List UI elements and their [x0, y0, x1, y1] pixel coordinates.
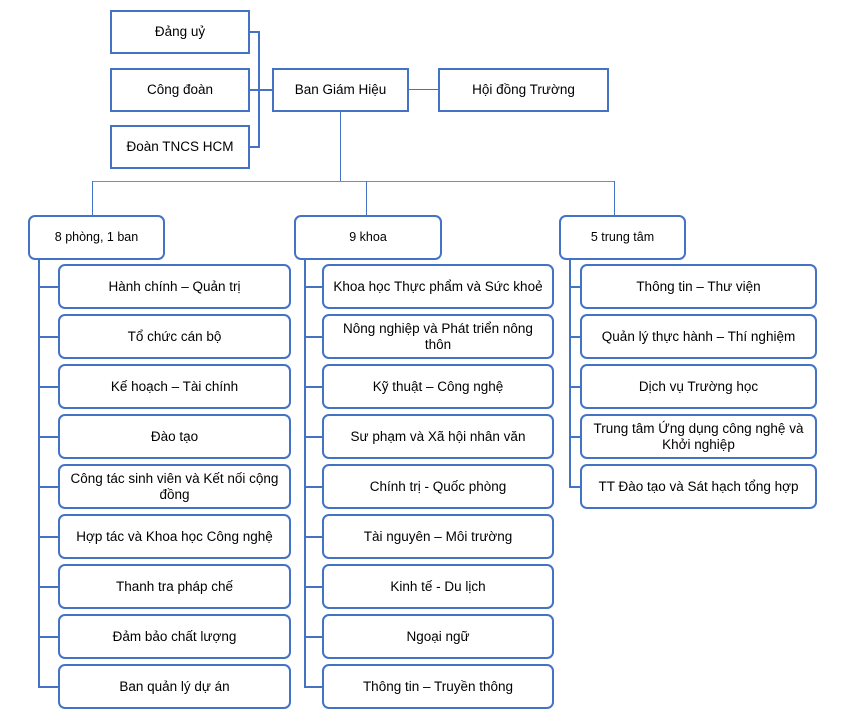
connector-cong-doan-stub — [250, 89, 272, 91]
item-label: TT Đào tạo và Sát hạch tổng hợp — [598, 478, 799, 494]
column-3-stub-3 — [569, 386, 580, 388]
column-header-5-trung-tam[interactable]: 5 trung tâm — [559, 215, 686, 260]
column-header-label: 8 phòng, 1 ban — [54, 230, 139, 245]
node-cong-doan[interactable]: Công đoàn — [110, 68, 250, 112]
column-2-stub-9 — [304, 686, 322, 688]
connector-left-bracket-spine — [258, 31, 260, 148]
node-label: Đoàn TNCS HCM — [126, 139, 234, 155]
node-doan-tncs-hcm[interactable]: Đoàn TNCS HCM — [110, 125, 250, 169]
item-label: Dịch vụ Trường học — [638, 378, 759, 394]
connector-bgh-drop — [340, 112, 341, 182]
column-2-stub-1 — [304, 286, 322, 288]
item-label: Sư phạm và Xã hội nhân văn — [350, 428, 526, 444]
column-1-stub-7 — [38, 586, 58, 588]
node-hoi-dong-truong[interactable]: Hội đồng Trường — [438, 68, 609, 112]
item-label: Công tác sinh viên và Kết nối cộng đồng — [70, 470, 279, 502]
column-2-stub-5 — [304, 486, 322, 488]
column-3-spine — [569, 258, 571, 488]
item-label: Quản lý thực hành – Thí nghiệm — [601, 328, 796, 344]
item-hop-tac-khoa-hoc-cong-nghe[interactable]: Hợp tác và Khoa học Công nghệ — [58, 514, 291, 559]
connector-dang-uy-stub — [250, 31, 260, 33]
connector-drop-col-1 — [92, 181, 93, 216]
column-1-stub-1 — [38, 286, 58, 288]
column-2-stub-2 — [304, 336, 322, 338]
item-label: Chính trị - Quốc phòng — [369, 478, 507, 494]
item-dao-tao[interactable]: Đào tạo — [58, 414, 291, 459]
item-label: Tổ chức cán bộ — [127, 328, 222, 344]
item-label: Kỹ thuật – Công nghệ — [372, 378, 504, 394]
item-kinh-te-du-lich[interactable]: Kinh tế - Du lịch — [322, 564, 554, 609]
item-thong-tin-thu-vien[interactable]: Thông tin – Thư viện — [580, 264, 817, 309]
item-label: Ngoại ngữ — [406, 628, 470, 644]
item-cong-tac-sinh-vien[interactable]: Công tác sinh viên và Kết nối cộng đồng — [58, 464, 291, 509]
node-ban-giam-hieu[interactable]: Ban Giám Hiệu — [272, 68, 409, 112]
node-label: Ban Giám Hiệu — [294, 82, 387, 98]
item-label: Kinh tế - Du lịch — [390, 578, 486, 594]
node-label: Đảng uỷ — [154, 24, 206, 40]
item-tai-nguyen-moi-truong[interactable]: Tài nguyên – Môi trường — [322, 514, 554, 559]
item-label: Hợp tác và Khoa học Công nghệ — [76, 528, 273, 544]
column-2-stub-6 — [304, 536, 322, 538]
column-1-stub-6 — [38, 536, 58, 538]
column-1-stub-4 — [38, 436, 58, 438]
item-label: Tài nguyên – Môi trường — [363, 528, 513, 544]
node-label: Hội đồng Trường — [472, 82, 575, 98]
item-ban-quan-ly-du-an[interactable]: Ban quản lý dự án — [58, 664, 291, 709]
connector-bgh-to-hoi-dong — [409, 89, 438, 90]
item-label: Ban quản lý dự án — [119, 678, 230, 694]
column-2-stub-4 — [304, 436, 322, 438]
item-label: Hành chính – Quản trị — [108, 278, 241, 294]
item-ky-thuat-cong-nghe[interactable]: Kỹ thuật – Công nghệ — [322, 364, 554, 409]
column-3-stub-5 — [569, 486, 580, 488]
column-2-stub-7 — [304, 586, 322, 588]
column-1-spine — [38, 258, 40, 688]
connector-drop-col-2 — [366, 181, 367, 216]
item-to-chuc-can-bo[interactable]: Tổ chức cán bộ — [58, 314, 291, 359]
column-header-8-phong-1-ban[interactable]: 8 phòng, 1 ban — [28, 215, 165, 260]
item-label: Trung tâm Ứng dụng công nghệ và Khởi ngh… — [593, 420, 804, 452]
item-thong-tin-truyen-thong[interactable]: Thông tin – Truyền thông — [322, 664, 554, 709]
column-3-stub-2 — [569, 336, 580, 338]
item-ngoai-ngu[interactable]: Ngoại ngữ — [322, 614, 554, 659]
item-trung-tam-ung-dung-cong-nghe-khoi-nghiep[interactable]: Trung tâm Ứng dụng công nghệ và Khởi ngh… — [580, 414, 817, 459]
column-header-label: 5 trung tâm — [590, 230, 655, 245]
item-quan-ly-thuc-hanh-thi-nghiem[interactable]: Quản lý thực hành – Thí nghiệm — [580, 314, 817, 359]
item-label: Nông nghiệp và Phát triển nông thôn — [343, 320, 533, 352]
item-tt-dao-tao-sat-hach-tong-hop[interactable]: TT Đào tạo và Sát hạch tổng hợp — [580, 464, 817, 509]
connector-distributor-bar — [92, 181, 615, 182]
column-2-stub-8 — [304, 636, 322, 638]
item-hanh-chinh-quan-tri[interactable]: Hành chính – Quản trị — [58, 264, 291, 309]
node-dang-uy[interactable]: Đảng uỷ — [110, 10, 250, 54]
item-label: Thông tin – Thư viện — [636, 278, 761, 294]
column-3-stub-1 — [569, 286, 580, 288]
column-1-stub-9 — [38, 686, 58, 688]
connector-drop-col-3 — [614, 181, 615, 216]
column-1-stub-3 — [38, 386, 58, 388]
column-3-stub-4 — [569, 436, 580, 438]
item-label: Thông tin – Truyền thông — [362, 678, 514, 694]
item-label: Đảm bảo chất lượng — [112, 628, 237, 644]
column-header-9-khoa[interactable]: 9 khoa — [294, 215, 442, 260]
item-label: Đào tạo — [150, 428, 199, 444]
column-1-stub-5 — [38, 486, 58, 488]
column-header-label: 9 khoa — [349, 230, 387, 245]
item-label: Khoa học Thực phẩm và Sức khoẻ — [333, 278, 543, 294]
item-label: Thanh tra pháp chế — [115, 578, 234, 594]
column-1-stub-2 — [38, 336, 58, 338]
column-1-stub-8 — [38, 636, 58, 638]
node-label: Công đoàn — [146, 82, 214, 98]
item-su-pham-xa-hoi-nhan-van[interactable]: Sư phạm và Xã hội nhân văn — [322, 414, 554, 459]
item-dam-bao-chat-luong[interactable]: Đảm bảo chất lượng — [58, 614, 291, 659]
column-2-stub-3 — [304, 386, 322, 388]
item-khoa-hoc-thuc-pham-suc-khoe[interactable]: Khoa học Thực phẩm và Sức khoẻ — [322, 264, 554, 309]
item-thanh-tra-phap-che[interactable]: Thanh tra pháp chế — [58, 564, 291, 609]
item-ke-hoach-tai-chinh[interactable]: Kế hoạch – Tài chính — [58, 364, 291, 409]
item-chinh-tri-quoc-phong[interactable]: Chính trị - Quốc phòng — [322, 464, 554, 509]
item-dich-vu-truong-hoc[interactable]: Dịch vụ Trường học — [580, 364, 817, 409]
item-label: Kế hoạch – Tài chính — [110, 378, 239, 394]
connector-doan-tncs-stub — [250, 146, 260, 148]
item-nong-nghiep-phat-trien-nong-thon[interactable]: Nông nghiệp và Phát triển nông thôn — [322, 314, 554, 359]
column-2-spine — [304, 258, 306, 688]
